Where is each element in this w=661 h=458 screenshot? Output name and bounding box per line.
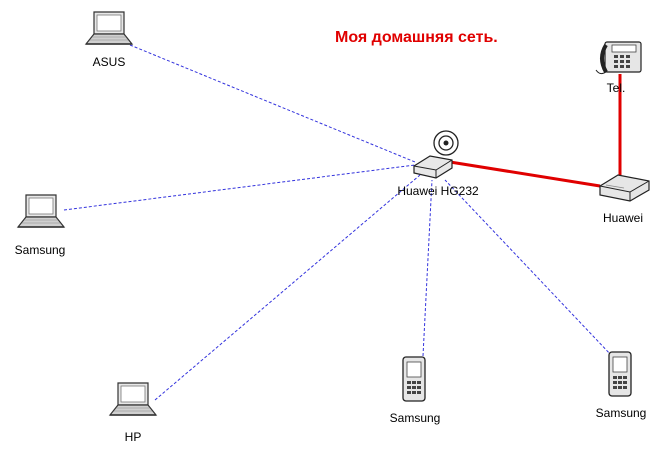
diagram-title: Моя домашняя сеть.	[335, 29, 498, 46]
node-modem: Huawei	[599, 174, 650, 225]
node-mobile-center: Samsung	[390, 356, 441, 425]
node-label: Samsung	[390, 411, 441, 425]
node-mobile-right: Samsung	[596, 351, 647, 420]
node-asus: ASUS	[85, 11, 133, 69]
node-label: Samsung	[15, 243, 66, 257]
node-label: Samsung	[596, 406, 647, 420]
node-samsung-laptop: Samsung	[15, 194, 66, 257]
node-label: Tel.	[607, 81, 626, 95]
modem-icon	[599, 174, 650, 202]
links	[63, 44, 622, 401]
laptop-icon	[17, 194, 65, 228]
mobile-phone-icon	[402, 356, 426, 402]
wireless-link-asus	[129, 44, 416, 163]
wireless-link-mobile-center	[422, 179, 433, 357]
laptop-icon	[109, 382, 157, 416]
node-label: Huawei HG232	[397, 184, 479, 198]
wireless-link-samsung-laptop	[63, 164, 416, 211]
node-label: Huawei	[603, 211, 643, 225]
node-router: Huawei HG232	[397, 130, 479, 198]
wired-link-router-modem	[449, 160, 601, 188]
desk-phone-icon	[595, 41, 642, 75]
node-phone: Tel.	[595, 41, 642, 95]
wireless-link-mobile-right	[444, 179, 613, 357]
laptop-icon	[85, 11, 133, 45]
wifi-router-icon	[413, 130, 459, 179]
node-label: HP	[125, 430, 142, 444]
mobile-phone-icon	[608, 351, 632, 397]
node-hp: HP	[109, 382, 157, 444]
wireless-link-hp	[154, 174, 421, 401]
node-label: ASUS	[93, 55, 126, 69]
